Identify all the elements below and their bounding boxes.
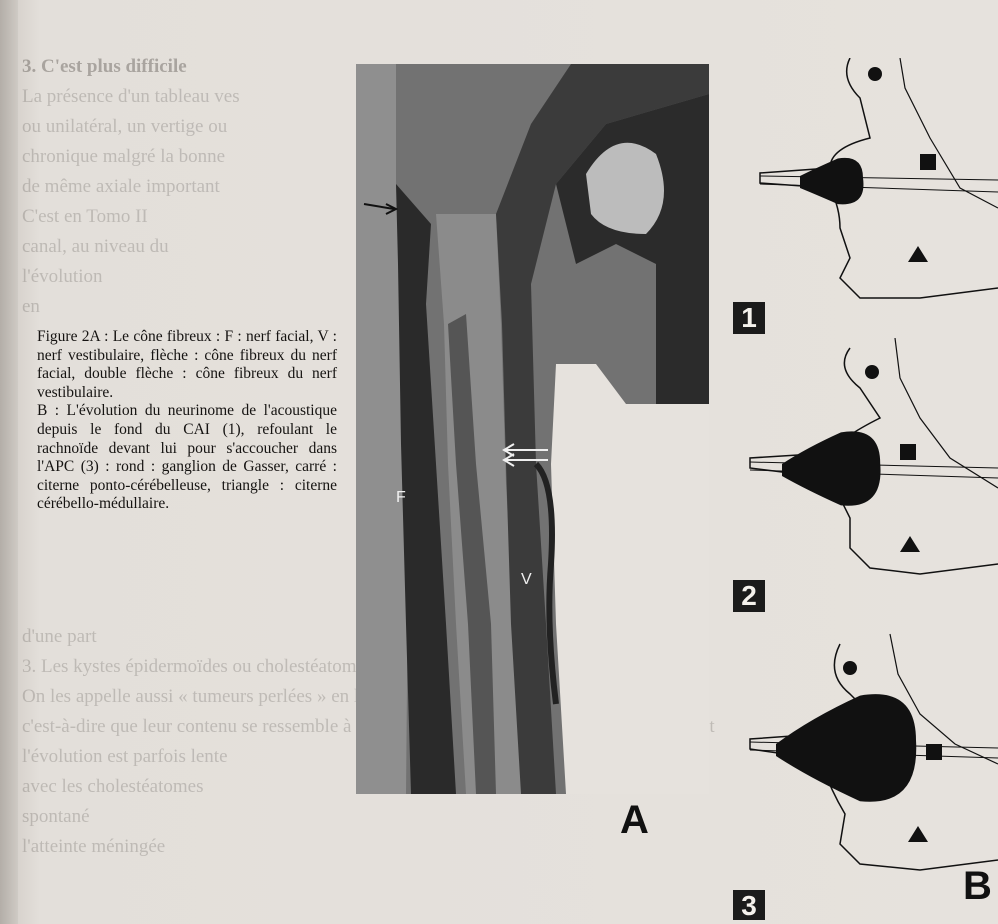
cistern-triangle-3 xyxy=(908,826,928,842)
label-vestibular: V xyxy=(521,571,532,588)
caption-part-b: B : L'évolution du neurinome de l'acoust… xyxy=(37,402,337,514)
ganglion-circle-3 xyxy=(843,661,857,675)
histology-section: F V xyxy=(356,64,709,794)
cistern-square-3 xyxy=(926,744,942,760)
growth-diagram-2 xyxy=(720,338,998,614)
figure-caption: Figure 2A : Le cône fibreux : F : nerf f… xyxy=(37,328,337,514)
cistern-triangle-2 xyxy=(900,536,920,552)
histology-photo: F V xyxy=(356,64,709,794)
ganglion-circle-2 xyxy=(865,365,879,379)
panel-label-a: A xyxy=(620,798,649,843)
caption-part-a: Figure 2A : Le cône fibreux : F : nerf f… xyxy=(37,328,337,402)
page-binding-edge xyxy=(0,0,18,924)
cistern-square-1 xyxy=(920,154,936,170)
diagram-number-3: 3 xyxy=(733,890,765,920)
tumor-diagram-3 xyxy=(776,694,916,802)
growth-diagram-3 xyxy=(720,614,998,924)
tumor-diagram-2 xyxy=(782,431,881,505)
panel-label-b: B xyxy=(963,864,992,909)
label-facial: F xyxy=(396,489,406,506)
growth-diagram-1 xyxy=(720,58,998,338)
blank-corner xyxy=(551,364,709,794)
cistern-triangle-1 xyxy=(908,246,928,262)
diagram-number-2: 2 xyxy=(733,580,765,612)
tumor-diagram-1 xyxy=(800,158,863,204)
diagram-number-1: 1 xyxy=(733,302,765,334)
membrane-diagram-1 xyxy=(900,58,998,208)
cistern-square-2 xyxy=(900,444,916,460)
ganglion-circle-1 xyxy=(868,67,882,81)
